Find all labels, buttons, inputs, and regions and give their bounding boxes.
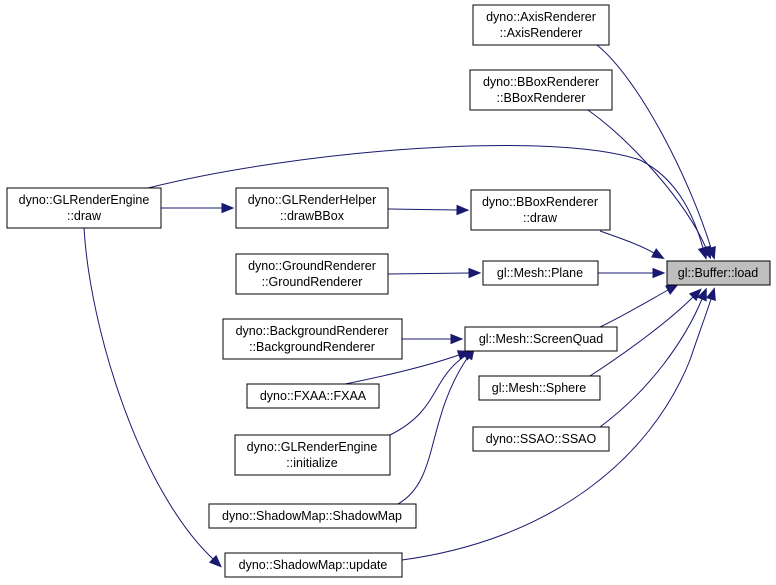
node-buffer-load[interactable]: gl::Buffer::load <box>666 260 771 286</box>
node-ssao[interactable]: dyno::SSAO::SSAO <box>472 426 610 452</box>
node-ssao-label: dyno::SSAO::SSAO <box>486 432 597 446</box>
edge-background-renderer-to-mesh-screenquad <box>402 333 464 345</box>
edge-ssao-to-buffer-load-line <box>599 298 703 428</box>
edge-mesh-sphere-to-buffer-load-line <box>589 296 694 377</box>
edge-ground-renderer-to-mesh-plane <box>387 267 482 279</box>
node-background-renderer-label-line2: ::BackgroundRenderer <box>249 340 375 354</box>
node-axis-renderer-label-line2: ::AxisRenderer <box>500 26 583 40</box>
node-mesh-screenquad[interactable]: gl::Mesh::ScreenQuad <box>464 326 618 352</box>
edge-glrender-engine-draw-to-shadowmap-update-arrowhead <box>209 554 222 568</box>
edge-ground-renderer-to-mesh-plane-arrowhead <box>468 267 482 279</box>
node-bbox-renderer-draw-label-line1: dyno::BBoxRenderer <box>482 195 598 209</box>
edge-ssao-to-buffer-load-arrowhead <box>696 287 707 302</box>
node-mesh-plane-label: gl::Mesh::Plane <box>497 266 583 280</box>
node-glrender-helper-drawbbox-label-line2: ::drawBBox <box>280 209 345 223</box>
node-bbox-renderer-draw[interactable]: dyno::BBoxRenderer ::draw <box>470 189 611 231</box>
node-shadowmap-ctor-label: dyno::ShadowMap::ShadowMap <box>222 509 402 523</box>
edge-shadowmap-update-to-buffer-load <box>401 287 716 561</box>
edge-glrender-helper-drawbbox-to-bbox-renderer-draw <box>387 204 470 216</box>
edge-ground-renderer-to-mesh-plane-line <box>387 272 470 275</box>
node-glrender-engine-draw[interactable]: dyno::GLRenderEngine ::draw <box>6 187 162 229</box>
edge-glrender-engine-initialize-to-mesh-screenquad-line <box>389 355 466 436</box>
edge-shadowmap-ctor-to-mesh-screenquad <box>397 346 475 505</box>
edge-glrender-engine-draw-to-shadowmap-update <box>83 227 222 568</box>
node-axis-renderer-label-line1: dyno::AxisRenderer <box>486 10 596 24</box>
node-fxaa[interactable]: dyno::FXAA::FXAA <box>246 383 380 409</box>
edge-axis-renderer-to-buffer-load-line <box>596 44 712 249</box>
edge-glrender-engine-draw-to-shadowmap-update-line <box>83 227 214 560</box>
node-mesh-plane[interactable]: gl::Mesh::Plane <box>482 260 599 286</box>
call-graph-edges <box>83 44 716 568</box>
node-bbox-renderer-ctor-label-line1: dyno::BBoxRenderer <box>483 75 599 89</box>
edge-shadowmap-update-to-buffer-load-arrowhead <box>705 287 716 302</box>
node-mesh-screenquad-label: gl::Mesh::ScreenQuad <box>479 332 603 346</box>
edge-glrender-engine-draw-to-glrender-helper-drawbbox <box>161 202 235 214</box>
node-axis-renderer[interactable]: dyno::AxisRenderer ::AxisRenderer <box>472 4 610 46</box>
edge-mesh-screenquad-to-buffer-load-line <box>599 289 669 328</box>
edge-glrender-engine-draw-to-buffer-load-line <box>147 144 704 249</box>
edge-bbox-renderer-draw-to-buffer-load-arrowhead <box>651 248 665 260</box>
node-background-renderer[interactable]: dyno::BackgroundRenderer ::BackgroundRen… <box>222 318 403 360</box>
edge-shadowmap-update-to-buffer-load-line <box>401 298 712 561</box>
edge-mesh-plane-to-buffer-load-arrowhead <box>652 267 666 279</box>
edge-background-renderer-to-mesh-screenquad-arrowhead <box>450 333 464 345</box>
node-shadowmap-update-label: dyno::ShadowMap::update <box>239 558 388 572</box>
edge-bbox-renderer-draw-to-buffer-load-line <box>599 230 655 254</box>
node-glrender-engine-draw-label-line2: ::draw <box>67 209 102 223</box>
node-glrender-engine-initialize-label-line1: dyno::GLRenderEngine <box>247 440 378 454</box>
node-buffer-load-label: gl::Buffer::load <box>678 266 758 280</box>
edge-ssao-to-buffer-load <box>599 287 707 428</box>
edge-axis-renderer-to-buffer-load <box>596 44 716 260</box>
edge-mesh-plane-to-buffer-load <box>598 267 666 279</box>
node-glrender-engine-draw-label-line1: dyno::GLRenderEngine <box>19 193 150 207</box>
node-bbox-renderer-ctor[interactable]: dyno::BBoxRenderer ::BBoxRenderer <box>469 69 613 111</box>
edge-glrender-helper-drawbbox-to-bbox-renderer-draw-arrowhead <box>456 204 470 216</box>
node-glrender-helper-drawbbox[interactable]: dyno::GLRenderHelper ::drawBBox <box>235 187 389 229</box>
node-ground-renderer[interactable]: dyno::GroundRenderer ::GroundRenderer <box>235 253 389 295</box>
node-glrender-engine-initialize[interactable]: dyno::GLRenderEngine ::initialize <box>234 434 391 476</box>
node-glrender-helper-drawbbox-label-line1: dyno::GLRenderHelper <box>248 193 377 207</box>
edge-glrender-engine-draw-to-glrender-helper-drawbbox-arrowhead <box>221 202 235 214</box>
node-background-renderer-label-line1: dyno::BackgroundRenderer <box>236 324 389 338</box>
edge-bbox-renderer-ctor-to-buffer-load <box>587 109 712 260</box>
edge-mesh-sphere-to-buffer-load <box>589 288 702 377</box>
edge-fxaa-to-mesh-screenquad-line <box>344 354 460 385</box>
edge-glrender-helper-drawbbox-to-bbox-renderer-draw-line <box>387 208 458 211</box>
edge-shadowmap-ctor-to-mesh-screenquad-line <box>397 356 469 505</box>
edge-mesh-screenquad-to-buffer-load <box>599 284 679 328</box>
node-bbox-renderer-draw-label-line2: ::draw <box>523 211 558 225</box>
edge-mesh-sphere-to-buffer-load-arrowhead <box>688 288 702 302</box>
node-ground-renderer-label-line1: dyno::GroundRenderer <box>248 259 376 273</box>
node-fxaa-label: dyno::FXAA::FXAA <box>260 389 367 403</box>
node-shadowmap-update[interactable]: dyno::ShadowMap::update <box>224 552 403 578</box>
node-glrender-engine-initialize-label-line2: ::initialize <box>286 456 337 470</box>
edge-glrender-engine-draw-to-buffer-load <box>147 144 708 260</box>
node-shadowmap-ctor[interactable]: dyno::ShadowMap::ShadowMap <box>208 503 417 529</box>
node-bbox-renderer-ctor-label-line2: ::BBoxRenderer <box>497 91 586 105</box>
edge-mesh-screenquad-to-buffer-load-arrowhead <box>665 284 679 295</box>
edge-glrender-engine-draw-to-buffer-load-arrowhead <box>697 246 708 260</box>
node-mesh-sphere[interactable]: gl::Mesh::Sphere <box>478 375 601 401</box>
node-mesh-sphere-label: gl::Mesh::Sphere <box>492 381 587 395</box>
edge-glrender-engine-initialize-to-mesh-screenquad <box>389 348 476 436</box>
edge-bbox-renderer-draw-to-buffer-load <box>599 230 665 260</box>
node-ground-renderer-label-line2: ::GroundRenderer <box>262 275 363 289</box>
